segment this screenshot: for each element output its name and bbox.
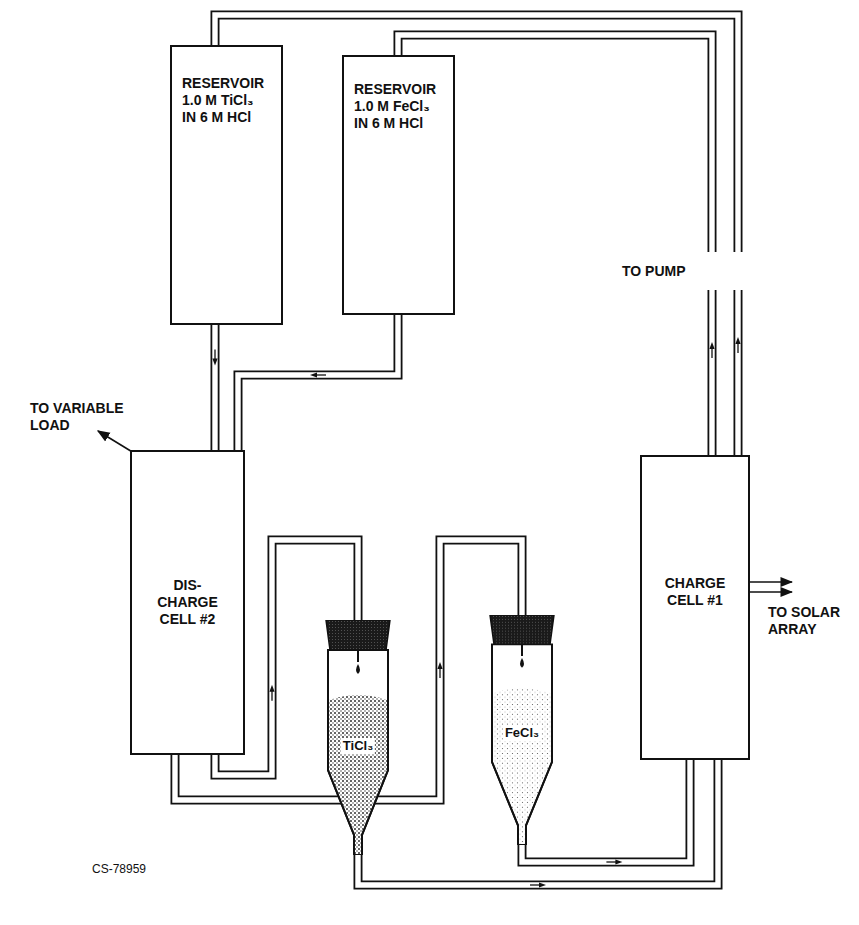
- pipe: [215, 15, 741, 455]
- box-label: RESERVOIR 1.0 M TiCl₃ IN 6 M HCl: [182, 75, 266, 125]
- solar-label: TO SOLAR ARRAY: [768, 604, 850, 638]
- pipe: [212, 325, 217, 450]
- discharge-cell: DIS- CHARGE CELL #2: [130, 450, 245, 755]
- load-label: TO VARIABLE LOAD: [30, 400, 138, 434]
- pump-label: TO PUMP: [622, 263, 702, 280]
- flask: TiCl₃: [322, 620, 394, 855]
- load-arrow: [98, 431, 134, 453]
- pipe: [238, 315, 398, 450]
- charge-cell: CHARGE CELL #1: [640, 455, 750, 760]
- flask-label: TiCl₃: [341, 738, 375, 754]
- box-label: RESERVOIR 1.0 M FeCl₃ IN 6 M HCl: [354, 81, 438, 131]
- reservoir-tank: RESERVOIR 1.0 M TiCl₃ IN 6 M HCl: [170, 45, 283, 325]
- box-label: CHARGE CELL #1: [660, 575, 730, 609]
- figure-number: CS-78959: [92, 862, 192, 876]
- pump-gap: [700, 252, 752, 290]
- box-label: DIS- CHARGE CELL #2: [153, 577, 223, 627]
- solar-arrow: [750, 581, 792, 583]
- flask: FeCl₃: [486, 615, 558, 845]
- solar-arrow: [750, 591, 792, 593]
- reservoir-tank: RESERVOIR 1.0 M FeCl₃ IN 6 M HCl: [342, 55, 455, 315]
- flask-label: FeCl₃: [503, 725, 541, 741]
